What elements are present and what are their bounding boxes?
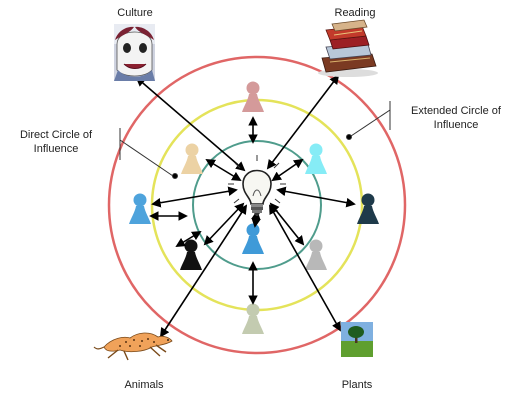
arrow-plants-bulb <box>269 204 341 332</box>
arrow-upperleft-bulb <box>205 159 242 181</box>
direct-circle-label-line2: Influence <box>33 143 79 155</box>
plant-tree-icon <box>341 322 373 357</box>
arrow-group <box>135 74 356 338</box>
pawn-right <box>357 193 379 224</box>
arrow-upperright-bulb <box>271 158 304 182</box>
arrow-right-bulb <box>276 186 356 208</box>
reading-label: Reading <box>334 7 376 19</box>
extended-circle-label-line1: Extended Circle of <box>411 105 501 117</box>
animals-label: Animals <box>124 379 164 391</box>
plants-label: Plants <box>341 379 373 391</box>
pawn-left <box>129 193 151 224</box>
direct-callout-pointer <box>119 128 178 179</box>
pawn-upper-left <box>181 143 203 174</box>
direct-circle-label: Direct Circle of Influence <box>8 128 104 156</box>
pawn-lower-left <box>180 239 202 270</box>
pawn-bottom <box>242 303 264 334</box>
culture-mask-icon <box>114 24 155 81</box>
arrow-culture-bulb <box>135 76 246 172</box>
extended-circle-label: Extended Circle of Influence <box>402 104 510 132</box>
arrow-lowerleft-bulb <box>203 202 245 246</box>
extended-callout-pointer <box>346 101 391 140</box>
lightbulb-icon <box>228 155 286 216</box>
reading-books-icon <box>318 19 378 77</box>
pawn-center <box>242 223 264 254</box>
pawn-top <box>242 81 264 112</box>
extended-circle <box>107 55 407 355</box>
culture-label: Culture <box>117 7 153 19</box>
arrow-left-bulb <box>151 186 238 208</box>
pawn-upper-right <box>305 143 327 174</box>
arrow-lowerright-bulb <box>269 202 305 246</box>
direct-circle-label-line1: Direct Circle of <box>19 129 93 141</box>
extended-circle-label-line2: Influence <box>433 119 479 131</box>
arrow-reading-bulb <box>266 74 340 170</box>
arrow-lowerleft-inner <box>175 231 202 247</box>
animal-cheetah-icon <box>93 332 173 361</box>
